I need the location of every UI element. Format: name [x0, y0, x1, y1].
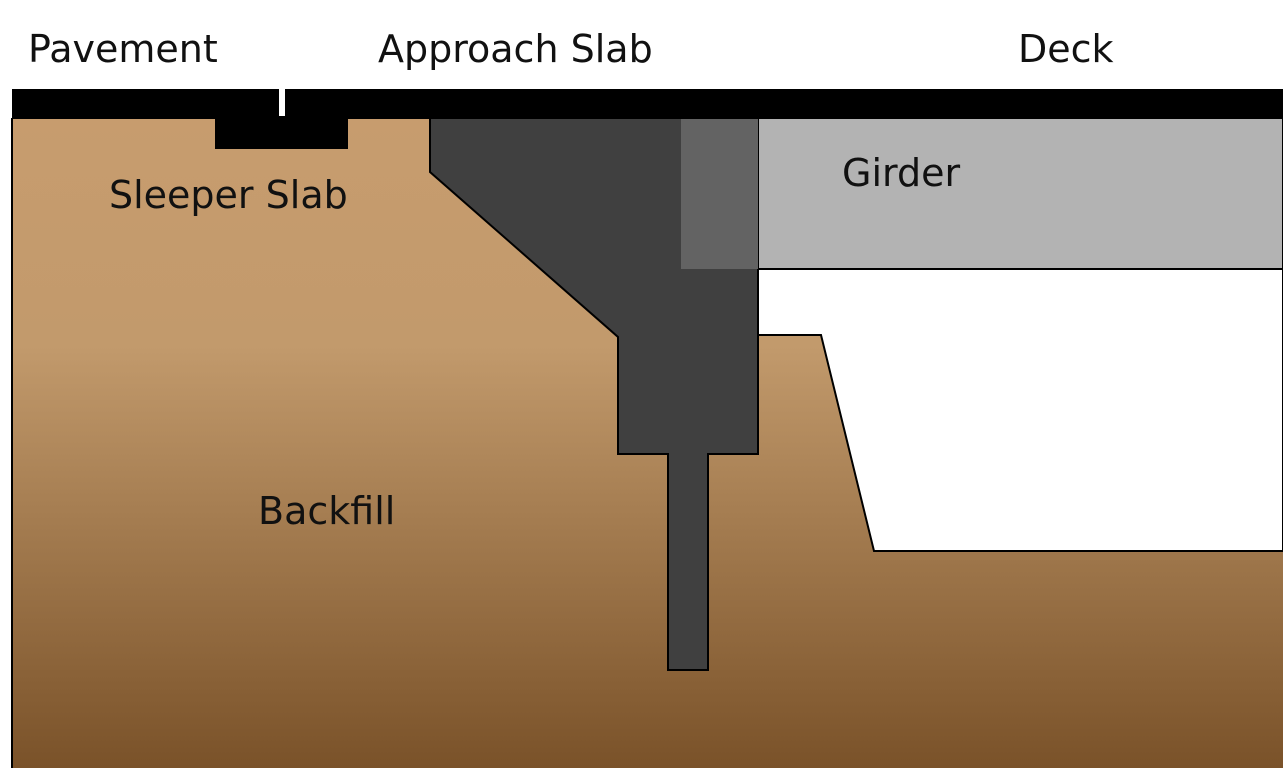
- sleeper-slab-label: Sleeper Slab: [109, 173, 348, 217]
- backfill-label: Backfill: [258, 489, 395, 533]
- deck-band: [12, 89, 1283, 119]
- girder-label: Girder: [842, 151, 960, 195]
- pavement-joint-gap: [279, 89, 285, 116]
- girder: [757, 117, 1283, 270]
- sleeper-slab: [215, 118, 348, 149]
- pavement-label: Pavement: [28, 27, 218, 71]
- abutment: [429, 117, 759, 671]
- deck-label: Deck: [1018, 27, 1114, 71]
- girder-bearing-zone: [681, 118, 758, 269]
- approach-slab-label: Approach Slab: [378, 27, 653, 71]
